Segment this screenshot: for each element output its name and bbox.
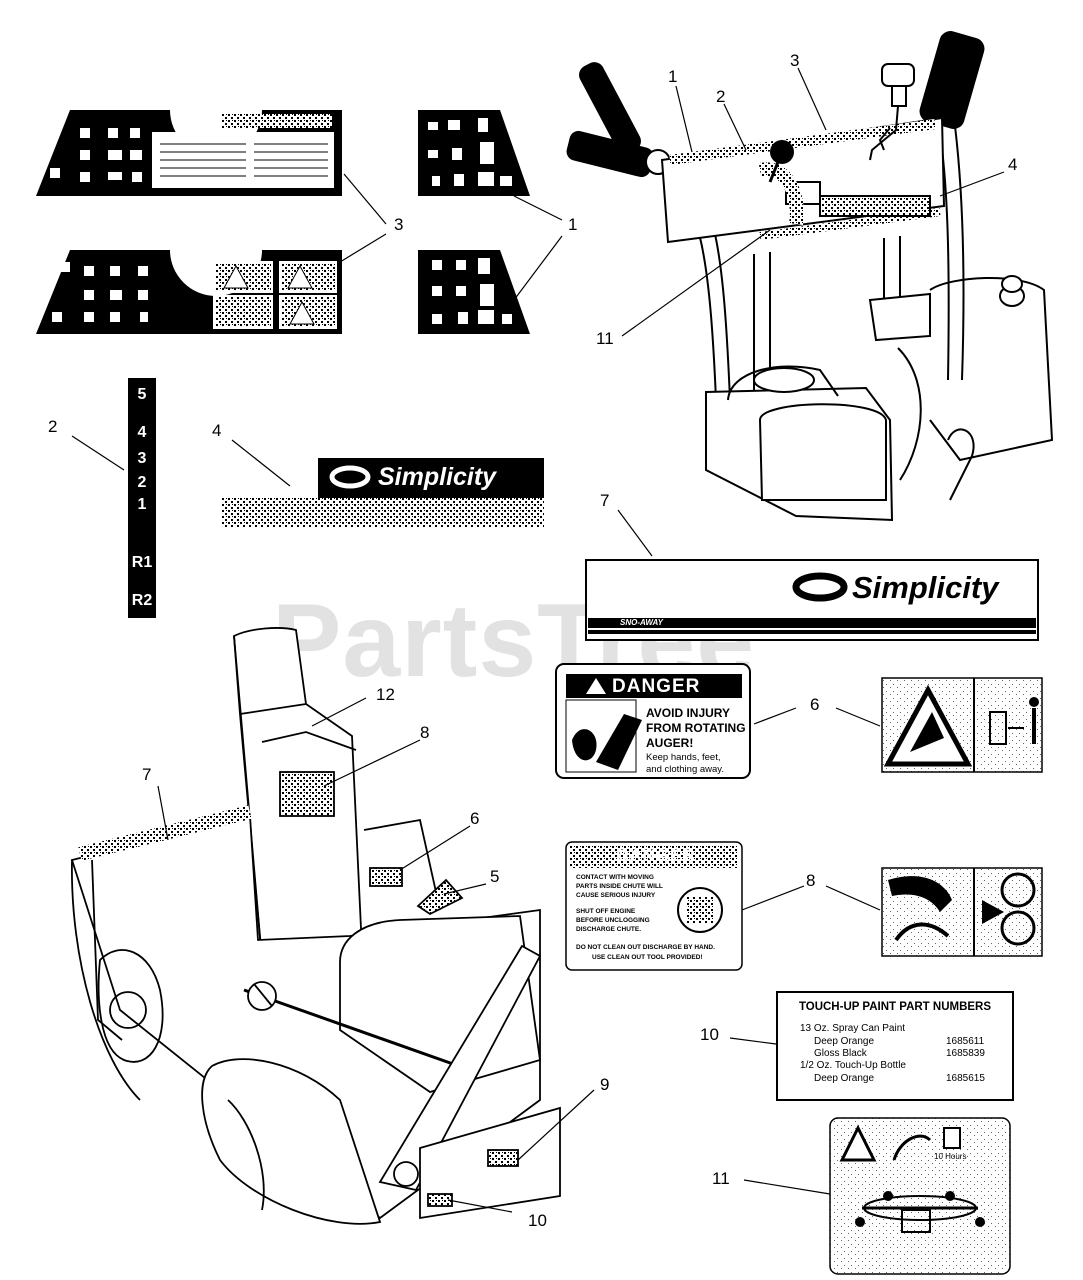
- shift-gear-1: 1: [137, 496, 147, 513]
- decal-4-simplicity: [222, 458, 544, 528]
- shift-reverse-1: R1: [131, 554, 153, 571]
- decal-8-danger-chute: [565, 841, 743, 971]
- danger-chute-line7: DO NOT CLEAN OUT DISCHARGE BY HAND.: [576, 944, 715, 951]
- paint-title: TOUCH-UP PAINT PART NUMBERS: [798, 1001, 992, 1013]
- danger-chute-line3: CAUSE SERIOUS INJURY: [576, 892, 656, 899]
- decal-11: [829, 1117, 1011, 1275]
- paint-row-spray: 13 Oz. Spray Can Paint: [800, 1023, 906, 1034]
- paint-row-bottle-orange-name: Deep Orange: [814, 1073, 875, 1084]
- paint-row-black-number: 1685839: [946, 1048, 985, 1059]
- danger-auger-line3: AUGER!: [646, 736, 694, 750]
- decal-6-pictogram: [881, 677, 1043, 773]
- decal-11-time: 10 Hours: [934, 1152, 967, 1161]
- paint-row-black-name: Gloss Black: [814, 1048, 867, 1059]
- paint-row-orange-number: 1685611: [946, 1036, 985, 1047]
- callout-7-simplicity: 7: [600, 491, 610, 510]
- paint-row-bottle-orange-number: 1685615: [946, 1073, 985, 1084]
- callout-3-handlebar: 3: [790, 51, 800, 70]
- decal-8-pictogram: [881, 867, 1043, 957]
- danger-auger-line1: AVOID INJURY: [646, 706, 731, 720]
- callout-8-blower: 8: [420, 723, 430, 742]
- snowblower-housing: [70, 627, 561, 1225]
- paint-row-bottle: 1/2 Oz. Touch-Up Bottle: [800, 1060, 906, 1071]
- shift-gear-5: 5: [137, 386, 147, 403]
- danger-chute-line2: PARTS INSIDE CHUTE WILL: [576, 883, 663, 890]
- leader-lines: [71, 67, 1005, 1213]
- decal-6-danger-auger: [555, 663, 751, 779]
- danger-auger-line5: and clothing away.: [646, 764, 724, 775]
- danger-chute-line5: BEFORE UNCLOGGING: [576, 917, 650, 924]
- decal-3-upper: [36, 110, 342, 196]
- callout-4-simplicity: 4: [212, 421, 222, 440]
- danger-chute-header: DANGER: [616, 846, 696, 865]
- callout-11-decal: 11: [712, 1169, 730, 1188]
- touch-up-paint-decal: TOUCH-UP PAINT PART NUMBERS 13 Oz. Spray…: [776, 991, 1014, 1101]
- callout-1-handlebar: 1: [668, 67, 678, 86]
- callout-12: 12: [376, 685, 395, 704]
- callout-11-handlebar: 11: [596, 329, 614, 348]
- danger-chute-line1: CONTACT WITH MOVING: [576, 874, 654, 881]
- callout-1-decals: 1: [568, 215, 578, 234]
- danger-auger-line2: FROM ROTATING: [646, 721, 746, 735]
- callout-3-decals: 3: [394, 215, 404, 234]
- danger-chute-line4: SHUT OFF ENGINE: [576, 908, 636, 915]
- callout-10-paint: 10: [700, 1025, 719, 1044]
- callout-4-handlebar: 4: [1008, 155, 1018, 174]
- shift-gear-4: 4: [137, 424, 147, 441]
- brand-name-decal-7: Simplicity: [852, 570, 999, 605]
- callout-2-shift: 2: [48, 417, 58, 436]
- shift-position-decal: 5 4 3 2 1 R1 R2: [128, 378, 156, 618]
- callout-8-decals: 8: [806, 871, 816, 890]
- callout-10-blower: 10: [528, 1211, 547, 1230]
- callout-2-handlebar: 2: [716, 87, 726, 106]
- shift-reverse-2: R2: [131, 592, 153, 609]
- danger-auger-header: DANGER: [612, 676, 701, 697]
- decal-3-lower: [36, 250, 342, 334]
- decal-1-upper: [418, 110, 530, 196]
- model-mark-decal-7: SNO-AWAY: [620, 618, 663, 627]
- shift-gear-3: 3: [137, 450, 147, 467]
- handlebar-assembly: [566, 31, 1054, 522]
- danger-auger-line4: Keep hands, feet,: [646, 752, 721, 763]
- callout-7-blower: 7: [142, 765, 152, 784]
- shift-gear-2: 2: [137, 474, 147, 491]
- callout-9-blower: 9: [600, 1075, 610, 1094]
- decal-1-lower: [418, 250, 530, 334]
- callout-6-decals: 6: [810, 695, 820, 714]
- decal-7-simplicity: [585, 559, 1039, 641]
- callout-6-blower: 6: [470, 809, 480, 828]
- danger-chute-line6: DISCHARGE CHUTE.: [576, 926, 642, 933]
- danger-chute-line8: USE CLEAN OUT TOOL PROVIDED!: [592, 954, 703, 961]
- paint-row-orange-name: Deep Orange: [814, 1036, 875, 1047]
- callout-5-blower: 5: [490, 867, 500, 886]
- brand-name-decal-4: Simplicity: [378, 463, 497, 491]
